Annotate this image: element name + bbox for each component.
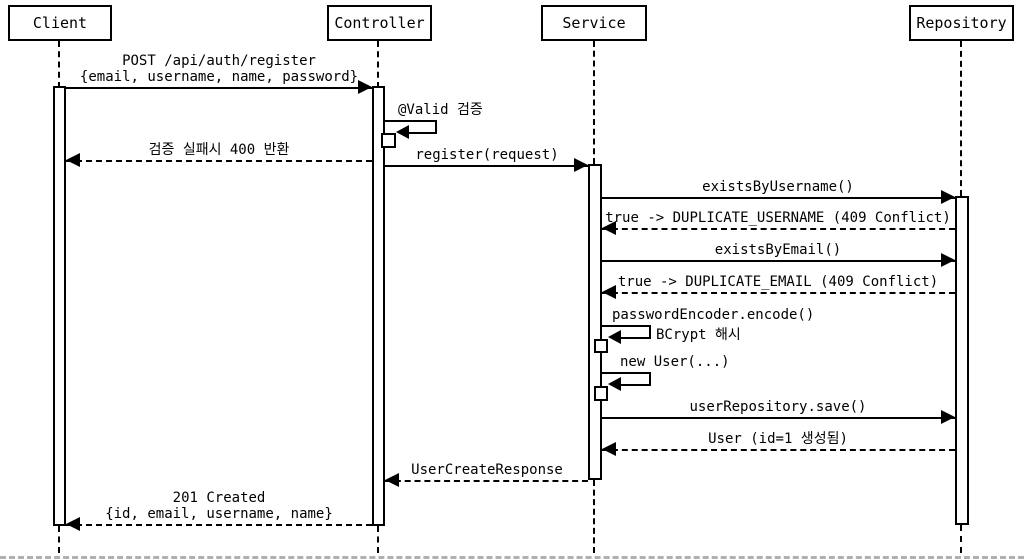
lifeline-client — [58, 526, 60, 553]
lifeline-repository — [960, 525, 962, 553]
controller-activation — [372, 86, 385, 526]
nested-activation-new-user — [594, 386, 608, 401]
message-arrowhead-user-created-return — [602, 442, 616, 456]
lifeline-controller — [377, 526, 379, 553]
self-call-right-line-new-user — [649, 372, 651, 384]
message-line-register-request — [385, 165, 588, 167]
self-call-back-line-new-user — [621, 384, 651, 386]
message-label-user-created-return: User (id=1 생성됨) — [708, 431, 848, 447]
self-call-out-line-valid-check — [385, 120, 437, 122]
participant-box-repository: Repository — [909, 5, 1014, 41]
client-activation — [53, 86, 66, 526]
self-call-arrowhead-new-user — [608, 377, 621, 391]
message-line-validation-failed-400 — [66, 160, 372, 162]
message-arrowhead-validation-failed-400 — [66, 153, 80, 167]
self-call-side-label-bcrypt-hash: BCrypt 해시 — [656, 327, 741, 343]
nested-activation-bcrypt-hash — [594, 339, 608, 353]
message-arrowhead-register-request — [574, 158, 588, 172]
self-call-title-new-user: new User(...) — [620, 354, 730, 370]
message-line-user-created-return — [602, 449, 955, 451]
message-arrowhead-user-repository-save — [941, 410, 955, 424]
message-arrowhead-duplicate-username-conflict — [602, 221, 616, 235]
message-label-created-201: 201 Created {id, email, username, name} — [105, 490, 333, 522]
message-label-duplicate-email-conflict: true -> DUPLICATE_EMAIL (409 Conflict) — [617, 274, 939, 290]
lifeline-repository — [960, 41, 962, 196]
message-label-validation-failed-400: 검증 실패시 400 반환 — [148, 142, 290, 158]
self-call-right-line-bcrypt-hash — [649, 325, 651, 337]
self-call-title-bcrypt-hash: passwordEncoder.encode() — [612, 307, 815, 323]
message-label-exists-by-email: existsByEmail() — [714, 242, 842, 258]
message-arrowhead-post-register — [358, 80, 372, 94]
message-line-duplicate-email-conflict — [602, 292, 955, 294]
self-call-back-line-bcrypt-hash — [621, 337, 651, 339]
message-label-register-request: register(request) — [415, 147, 559, 163]
message-line-user-create-response — [385, 480, 588, 482]
message-arrowhead-duplicate-email-conflict — [602, 285, 616, 299]
lifeline-controller — [377, 41, 379, 88]
repository-activation — [955, 196, 969, 525]
message-line-user-repository-save — [602, 417, 955, 419]
message-label-post-register: POST /api/auth/register {email, username… — [79, 53, 359, 85]
message-line-exists-by-username — [602, 197, 955, 199]
message-arrowhead-created-201 — [66, 517, 80, 531]
message-arrowhead-user-create-response — [385, 473, 399, 487]
message-label-exists-by-username: existsByUsername() — [702, 179, 854, 195]
self-call-arrowhead-valid-check — [396, 125, 409, 139]
message-arrowhead-exists-by-username — [941, 190, 955, 204]
participant-box-service: Service — [541, 5, 647, 41]
lifeline-client — [58, 41, 60, 88]
lifeline-service — [593, 480, 595, 553]
self-call-out-line-new-user — [602, 372, 651, 374]
message-line-duplicate-username-conflict — [602, 228, 955, 230]
nested-activation-valid-check — [381, 133, 396, 148]
message-label-user-repository-save: userRepository.save() — [689, 399, 867, 415]
bottom-edge-artifact — [0, 556, 1024, 559]
message-line-created-201 — [66, 524, 372, 526]
message-label-user-create-response: UserCreateResponse — [411, 462, 563, 478]
message-line-post-register — [66, 87, 372, 89]
service-activation — [588, 164, 602, 480]
message-arrowhead-exists-by-email — [941, 253, 955, 267]
self-call-out-line-bcrypt-hash — [602, 325, 651, 327]
self-call-right-line-valid-check — [435, 120, 437, 132]
lifeline-service — [593, 41, 595, 164]
message-line-exists-by-email — [602, 260, 955, 262]
self-call-arrowhead-bcrypt-hash — [608, 330, 621, 344]
self-call-title-valid-check: @Valid 검증 — [398, 102, 483, 118]
participant-box-controller: Controller — [327, 5, 432, 41]
participant-box-client: Client — [8, 5, 112, 41]
self-call-back-line-valid-check — [409, 132, 437, 134]
message-label-duplicate-username-conflict: true -> DUPLICATE_USERNAME (409 Conflict… — [605, 210, 951, 226]
